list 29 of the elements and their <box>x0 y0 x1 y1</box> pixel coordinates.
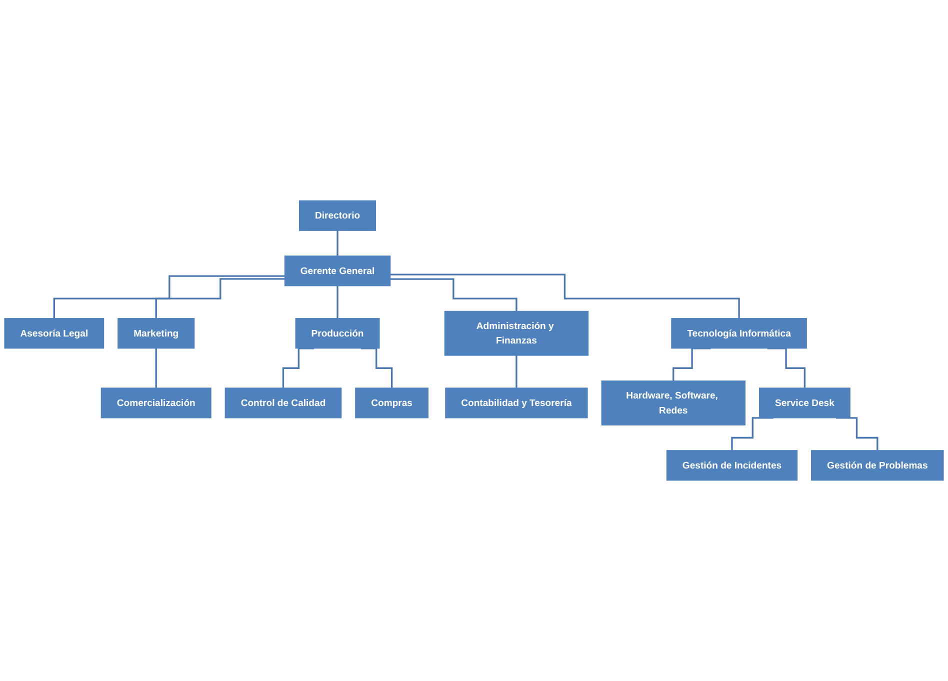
connector <box>836 417 878 452</box>
node-box: Service Desk <box>758 388 850 418</box>
node-box: Contabilidad y Tesorería <box>445 388 588 418</box>
connector <box>53 275 285 320</box>
node-box: Compras <box>355 388 428 418</box>
node-box: Administración y Finanzas <box>444 310 589 356</box>
connector <box>360 348 393 389</box>
node-box: Tecnología Informática <box>671 318 807 349</box>
node-box: Gerente General <box>284 256 391 286</box>
connector <box>516 354 518 389</box>
connector <box>390 278 518 312</box>
node-box: Producción <box>295 318 380 349</box>
connector <box>336 230 338 257</box>
connector <box>336 285 338 320</box>
node-box: Hardware, Software, Redes <box>601 380 746 426</box>
connector <box>282 348 314 389</box>
node-box: Gestión de Problemas <box>811 450 944 481</box>
node-box: Asesoría Legal <box>4 318 104 349</box>
connector <box>672 348 711 382</box>
node-box: Comercialización <box>100 388 212 418</box>
connector <box>155 278 285 320</box>
connector <box>155 348 157 389</box>
node-box: Marketing <box>118 318 195 349</box>
node-box: Control de Calidad <box>224 388 342 418</box>
node-box: Gestión de Incidentes <box>666 450 798 481</box>
node-box: Directorio <box>298 200 376 231</box>
connector <box>390 274 740 320</box>
connector <box>731 417 774 452</box>
connector <box>767 348 806 389</box>
